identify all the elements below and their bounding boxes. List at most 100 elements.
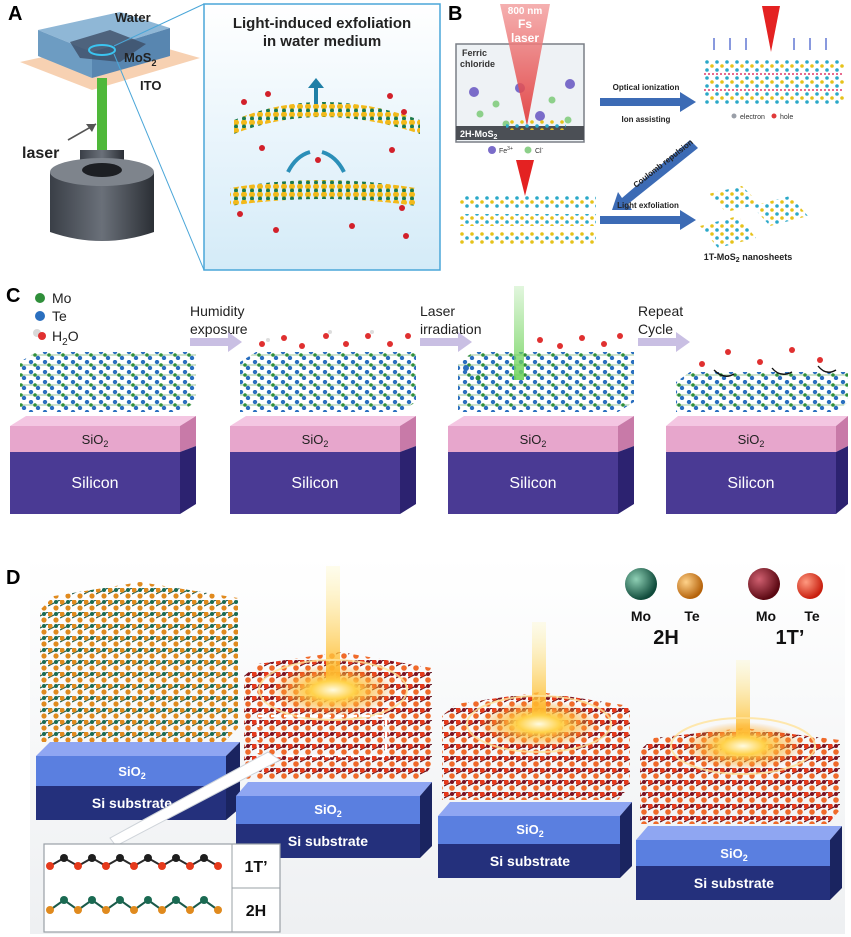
- d-glow-3: [683, 722, 803, 770]
- panel-d-letter: D: [6, 567, 20, 589]
- d-legend-mo-2h: [625, 568, 657, 600]
- water-box-left: [38, 30, 92, 78]
- label-coulomb-repulsion: Coulomb repulsion: [632, 138, 695, 190]
- step1-label-line2: exposure: [190, 321, 248, 337]
- emitted-electrons: [713, 38, 827, 50]
- substrate-4: [666, 416, 848, 514]
- d-legend-1t-title: 1T’: [776, 627, 805, 649]
- d-legend-te-2h: [677, 573, 703, 599]
- adsorbed-water-2: [259, 330, 411, 349]
- nanosheets: [700, 186, 808, 248]
- arrow-coulomb-repulsion: [612, 140, 698, 210]
- zoom-line-bottom: [113, 53, 205, 271]
- desorbing-water-4: [699, 347, 837, 377]
- zoom-title-line2: in water medium: [263, 33, 381, 50]
- d-legend-te-1t: [797, 573, 823, 599]
- step3-label-line1: Repeat: [638, 303, 683, 319]
- legend-mo-label: Mo: [52, 290, 72, 306]
- d-crystal-1-2h: [40, 582, 238, 742]
- hole-legend-label: hole: [780, 114, 793, 121]
- d-inset-2h-chain: [46, 896, 222, 914]
- step1-label-line1: Humidity: [190, 303, 244, 319]
- d-substrate-label-4: Si substrate: [694, 875, 774, 891]
- lift-arrow-head: [308, 78, 324, 88]
- fe-legend-dot: [488, 146, 496, 154]
- lower-mos2-layer: [230, 180, 416, 206]
- d-ring-1: [258, 659, 408, 721]
- fs-label-1: 800 nm: [508, 6, 543, 17]
- panel-a: A Water MoS2 ITO laser Light-induced exf…: [8, 3, 441, 271]
- d-legend-mo-1t: [748, 568, 780, 600]
- silicon-label-3: Silicon: [509, 475, 556, 492]
- label-mos2: MoS2: [124, 50, 156, 68]
- legend-mo-dot: [35, 293, 45, 303]
- silicon-label-1: Silicon: [71, 475, 118, 492]
- fs-label-2: Fs: [518, 17, 532, 31]
- mos2-crystal-lattice: [506, 120, 566, 130]
- step2-arrow: [420, 332, 472, 352]
- label-laser: laser: [22, 145, 59, 162]
- panel-c: C Mo Te H2O Humidity exposure Laser irra…: [6, 285, 848, 514]
- silicon-label-2: Silicon: [291, 475, 338, 492]
- focused-beam-2: [516, 160, 534, 196]
- step1-arrow: [190, 332, 242, 352]
- substrate-2: [230, 416, 416, 514]
- ionized-stack: [704, 60, 844, 104]
- legend-te-label: Te: [52, 308, 67, 324]
- mos2-2h-label: 2H-MoS2: [460, 129, 498, 141]
- fs-label-3: laser: [511, 31, 539, 45]
- sio2-label-1: SiO2: [82, 432, 109, 449]
- water-in-arrow-left: [286, 150, 311, 173]
- d-sio2-label-1: SiO2: [118, 764, 145, 781]
- d-substrate-4: [636, 826, 842, 900]
- label-water: Water: [115, 10, 151, 25]
- d-inset-label-2h: 2H: [246, 903, 266, 920]
- water-in-arrow-right: [321, 150, 346, 173]
- mote2-lattice-1: [20, 352, 196, 412]
- focus-ring: [88, 44, 116, 56]
- mote2-lattice-2: [240, 352, 416, 412]
- mote2-lattice-3: [458, 352, 634, 412]
- d-selection-box: [256, 714, 388, 758]
- ferric-label-2: chloride: [460, 59, 495, 69]
- d-substrate-3: [438, 802, 632, 878]
- objective-aperture: [82, 163, 122, 177]
- d-glow-2: [479, 700, 599, 748]
- ferric-label-1: Ferric: [462, 48, 487, 58]
- label-ito: ITO: [140, 78, 161, 93]
- d-legend-te-1t-label: Te: [804, 608, 820, 624]
- cl-legend-label: Cl-: [535, 146, 544, 155]
- solution-ions: [469, 79, 575, 128]
- d-sio2-label-2: SiO2: [314, 802, 341, 819]
- mote2-lattice-4: [676, 372, 848, 412]
- d-glow-1: [271, 664, 395, 716]
- d-ring-3: [670, 717, 816, 775]
- panel-c-letter: C: [6, 285, 20, 307]
- zoom-panel: [203, 3, 441, 271]
- step2-label-line1: Laser: [420, 303, 455, 319]
- d-substrate-label-2: Si substrate: [288, 833, 368, 849]
- legend-h2o-label: H2O: [52, 328, 79, 348]
- legend-te-dot: [35, 311, 45, 321]
- label-optical-ionization: Optical ionization: [613, 83, 680, 92]
- fe-legend-label: Fe3+: [499, 146, 513, 155]
- arrow-optical-ionization: [600, 92, 696, 112]
- focused-beam-1: [762, 6, 780, 52]
- d-legend-mo-2h-label: Mo: [631, 608, 651, 624]
- panel-b-letter: B: [448, 3, 462, 25]
- sio2-label-3: SiO2: [520, 432, 547, 449]
- d-sio2-label-4: SiO2: [720, 846, 747, 863]
- zoom-line-top: [113, 3, 205, 47]
- step2-label-line2: irradiation: [420, 321, 481, 337]
- d-ring-2: [466, 695, 612, 753]
- repelled-stack: [460, 196, 596, 244]
- step3-arrow: [638, 332, 690, 352]
- d-legend-2h-title: 2H: [653, 627, 679, 649]
- water-molecules-a: [237, 91, 409, 239]
- electron-legend-dot: [731, 113, 737, 119]
- hole-legend-dot: [771, 113, 777, 119]
- electron-legend-label: electron: [740, 114, 765, 121]
- panel-a-letter: A: [8, 3, 22, 25]
- arrow-light-exfoliation: [600, 210, 696, 230]
